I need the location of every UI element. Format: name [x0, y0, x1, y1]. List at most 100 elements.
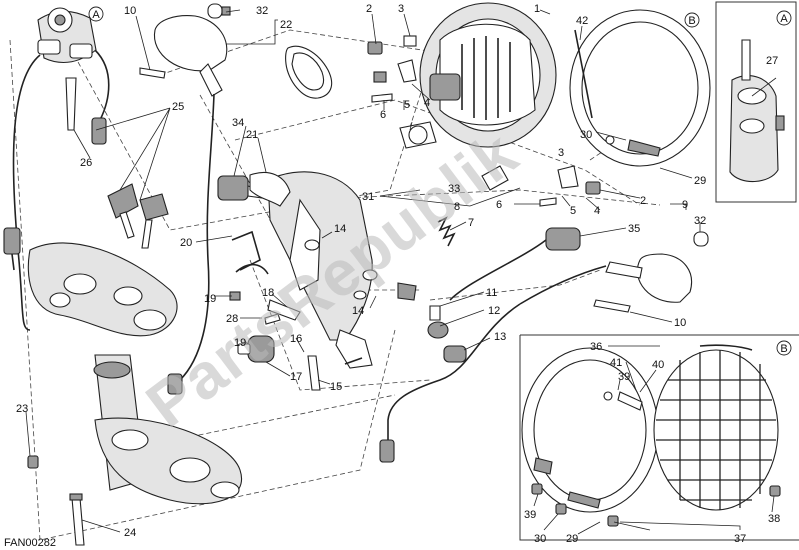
label-14: 14 — [334, 223, 346, 235]
detail-marker-b-rim: B — [684, 12, 700, 28]
label-1: 1 — [534, 3, 540, 15]
steering-yoke — [27, 242, 178, 337]
detail-b-box — [519, 334, 799, 541]
label-17: 17 — [290, 371, 302, 383]
fork-stem — [93, 354, 243, 505]
turn-signal-left — [153, 15, 228, 395]
ignition-keys — [107, 183, 169, 249]
label-16: 16 — [290, 333, 302, 345]
label-39: 39 — [618, 371, 630, 383]
headlight-bracket — [267, 171, 417, 369]
grill-guard — [653, 344, 779, 511]
svg-text:A: A — [780, 13, 788, 25]
label-32b: 32 — [694, 215, 706, 227]
bolt-15 — [307, 355, 321, 391]
label-21: 21 — [246, 129, 258, 141]
label-5b: 5 — [570, 205, 576, 217]
screw-28 — [264, 313, 281, 325]
label-8: 8 — [454, 201, 460, 213]
label-39b: 39 — [524, 509, 536, 521]
label-2b: 2 — [640, 195, 646, 207]
label-3b: 3 — [558, 147, 564, 159]
spacers-11-13 — [427, 305, 467, 363]
detail-marker-a-inset: A — [776, 10, 792, 26]
svg-text:A: A — [92, 9, 100, 21]
clip-18 — [267, 299, 301, 321]
bolt-10-left — [139, 67, 166, 79]
label-10b: 10 — [674, 317, 686, 329]
label-13: 13 — [494, 331, 506, 343]
label-22: 22 — [280, 19, 292, 31]
label-19b: 19 — [234, 337, 246, 349]
label-4b: 4 — [594, 205, 600, 217]
label-36: 36 — [590, 341, 602, 353]
label-20: 20 — [180, 237, 192, 249]
label-30: 30 — [580, 129, 592, 141]
rim-detail-b — [521, 347, 659, 513]
connector-wire-35 — [449, 227, 581, 301]
label-25: 25 — [172, 101, 184, 113]
label-41: 41 — [610, 357, 622, 369]
bolt-23 — [27, 455, 39, 469]
svg-text:B: B — [780, 343, 787, 355]
label-6: 6 — [380, 109, 386, 121]
label-10: 10 — [124, 5, 136, 17]
label-4: 4 — [424, 97, 430, 109]
label-12: 12 — [488, 305, 500, 317]
label-7: 7 — [468, 217, 474, 229]
inset-box-a — [715, 1, 797, 203]
label-31: 31 — [362, 191, 374, 203]
headlight-rim — [569, 9, 711, 167]
label-42: 42 — [576, 15, 588, 27]
label-29: 29 — [694, 175, 706, 187]
detail-marker-b-box: B — [776, 340, 792, 356]
bracket-21 — [249, 171, 291, 207]
small-wires-19-20 — [229, 230, 269, 301]
label-9: 9 — [682, 199, 688, 211]
screws-detail-b — [531, 483, 781, 527]
turn-signal-right — [519, 253, 692, 305]
svg-text:B: B — [688, 15, 695, 27]
label-26: 26 — [80, 157, 92, 169]
label-5: 5 — [404, 99, 410, 111]
bolt-24 — [69, 493, 85, 546]
label-2: 2 — [366, 3, 372, 15]
label-18: 18 — [262, 287, 274, 299]
connector-33 — [481, 165, 509, 191]
left-connector — [3, 227, 21, 271]
label-11: 11 — [486, 287, 497, 299]
small-hardware-2-6 — [367, 35, 417, 103]
spring-17 — [344, 357, 363, 365]
leader-lines — [25, 9, 777, 535]
gasket — [285, 45, 333, 99]
label-15: 15 — [330, 381, 342, 393]
label-3: 3 — [398, 3, 404, 15]
label-38: 38 — [768, 513, 780, 525]
spring-8 — [437, 216, 456, 247]
label-23: 23 — [16, 403, 28, 415]
label-37: 37 — [734, 533, 746, 545]
label-33: 33 — [448, 183, 460, 195]
label-6b: 6 — [496, 199, 502, 211]
part-number-labels: 10 32 22 25 26 2 3 1 42 5 4 6 30 29 27 3… — [16, 3, 780, 545]
bulb-holder — [399, 121, 437, 149]
headlight-side-hardware — [539, 165, 601, 207]
detail-marker-a: A — [88, 6, 104, 22]
horn-16 — [237, 335, 275, 363]
label-40: 40 — [652, 359, 664, 371]
bulb-32-right — [693, 231, 709, 247]
label-32: 32 — [256, 5, 268, 17]
label-19: 19 — [204, 293, 216, 305]
label-27: 27 — [766, 55, 778, 67]
bulb-32-left — [207, 3, 231, 19]
label-29b: 29 — [566, 533, 578, 545]
diagram-code: FAN00282 — [4, 537, 56, 549]
label-14b: 14 — [352, 305, 364, 317]
ignition-switch — [12, 7, 110, 331]
bolt-10-right — [593, 299, 631, 313]
label-30b: 30 — [534, 533, 546, 545]
clip-40 — [617, 391, 643, 411]
headlight-housing — [419, 2, 557, 148]
label-35: 35 — [628, 223, 640, 235]
